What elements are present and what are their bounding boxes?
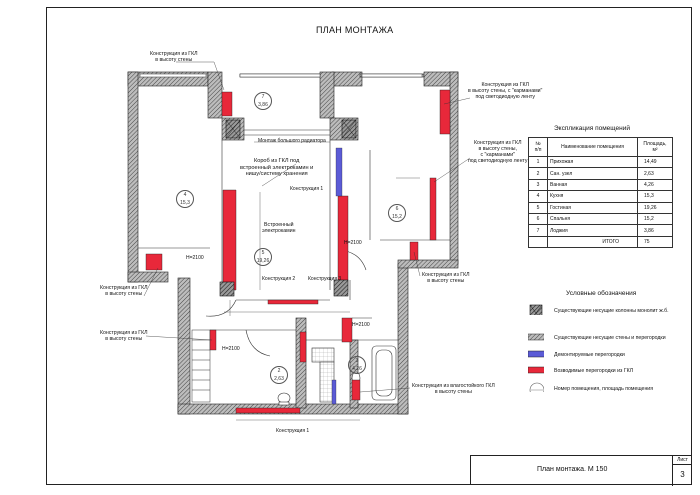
gkl-symbol-icon [528,366,544,374]
note-radiator: Монтаж большого радиатора [258,138,326,144]
sheet-frame [46,7,692,485]
note-gkl-left-bottom: Конструкция из ГКЛ в высоту стены [100,330,148,342]
explication-title: Экспликация помещений [554,125,631,132]
header-num: № п/п [528,137,548,157]
note-gkl-top-right: Конструкция из ГКЛ в высоту стены, с "ка… [468,82,543,100]
label-h2100-d: Н=2100 [222,346,240,352]
gkl-partitions [145,89,451,414]
label-k2: Конструкция 2 [262,276,296,282]
sheet-number: 3 [680,470,685,479]
stairs [191,329,211,403]
label-k3: Конструкция 3 [308,276,342,282]
note-gkl-left-low: Конструкция из ГКЛ в высоту стены [100,285,148,297]
room-number-icon [529,382,544,392]
label-h2100-a: Н=2100 [186,255,204,261]
label-k1: Конструкция 1 [290,186,324,192]
demolish-partitions [331,147,343,405]
existing-walls [127,71,459,415]
interior-lines [138,129,450,357]
note-fireplace: Встроенный электрокамин [262,222,296,234]
table-header-row: № п/п Наименование помещения Площадь, м² [528,137,673,157]
sheet-number-box: Лист 3 [672,456,692,486]
dimension-lines [224,141,420,421]
label-k1b: Конструкция 1 [276,428,310,434]
drawing-name: План монтажа. М 150 [537,466,608,473]
note-gkl-top-left: Конструкция из ГКЛ в высоту стены [150,51,198,63]
note-box: Короб из ГКЛ под встроенный электрокамин… [240,158,314,177]
explication-table: № п/п Наименование помещения Площадь, м²… [528,137,673,249]
label-h2100-c: Н=2100 [352,322,370,328]
demolish-symbol-icon [528,350,544,358]
column-symbol-icon [529,304,543,315]
header-name: Наименование помещения [547,137,638,157]
header-area: Площадь, м² [637,137,673,157]
page-title: ПЛАН МОНТАЖА [316,25,394,35]
legend-title: Условные обозначения [566,290,637,297]
columns [219,119,357,297]
windows [139,73,423,78]
wall-hatch-icon [528,333,544,341]
leader-lines [143,61,471,393]
note-gkl-right-low: Конструкция из ГКЛ в высоту стены [422,272,470,284]
sheet-label: Лист [673,456,692,465]
label-h2100-b: Н=2100 [344,240,362,246]
note-gkl-bath: Конструкция из влагостойкого ГКЛ в высот… [412,383,495,395]
note-gkl-right-mid: Конструкция из ГКЛ в высоту стены, с "ка… [468,140,528,164]
title-block: План монтажа. М 150 Лист 3 [470,455,692,486]
